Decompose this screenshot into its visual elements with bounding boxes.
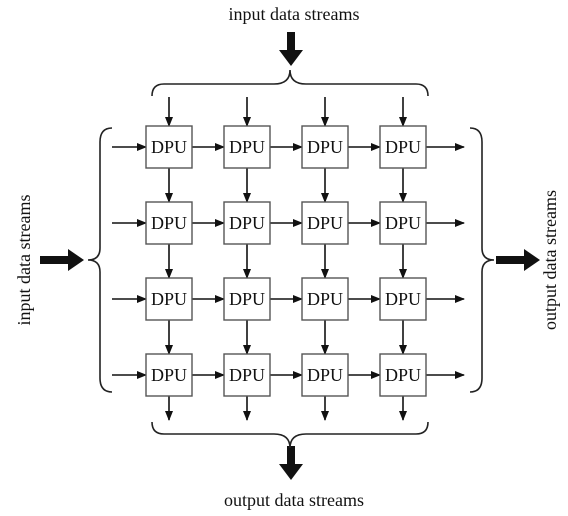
top-input-label: input data streams bbox=[229, 4, 360, 24]
dpu-box bbox=[301, 353, 349, 397]
dpu-box bbox=[223, 277, 271, 321]
dpu-box bbox=[223, 353, 271, 397]
dpu-cell: DPU bbox=[145, 353, 193, 397]
dpu-label: DPU bbox=[151, 213, 187, 233]
dpu-box bbox=[301, 125, 349, 169]
dpu-box bbox=[145, 353, 193, 397]
left-brace bbox=[87, 127, 113, 393]
right-output-label: output data streams bbox=[540, 190, 560, 330]
dpu-box bbox=[379, 353, 427, 397]
dpu-cell: DPU bbox=[223, 353, 271, 397]
dpu-cell: DPU bbox=[379, 201, 427, 245]
dpu-label: DPU bbox=[229, 213, 265, 233]
dpu-box bbox=[301, 201, 349, 245]
dpu-cell: DPU bbox=[145, 277, 193, 321]
dpu-label: DPU bbox=[385, 365, 421, 385]
dpu-cell: DPU bbox=[145, 125, 193, 169]
dpu-cell: DPU bbox=[301, 353, 349, 397]
dpu-box bbox=[223, 201, 271, 245]
dpu-label: DPU bbox=[307, 365, 343, 385]
dpu-cell: DPU bbox=[301, 125, 349, 169]
dpu-cell: DPU bbox=[379, 277, 427, 321]
dpu-box bbox=[379, 125, 427, 169]
dpu-grid: DPU DPU DPU DPU DPU DPU DPU DPU DPU DPU DPU DPU DPU D… bbox=[145, 125, 427, 397]
dpu-box bbox=[301, 277, 349, 321]
dpu-cell: DPU bbox=[145, 201, 193, 245]
dpu-label: DPU bbox=[151, 365, 187, 385]
dpu-box bbox=[379, 201, 427, 245]
dpu-label: DPU bbox=[385, 289, 421, 309]
dpu-label: DPU bbox=[307, 289, 343, 309]
dpu-label: DPU bbox=[385, 137, 421, 157]
dpu-label: DPU bbox=[151, 137, 187, 157]
left-big-arrow bbox=[40, 249, 84, 271]
dpu-cell: DPU bbox=[223, 125, 271, 169]
dpu-box bbox=[145, 125, 193, 169]
bottom-brace bbox=[151, 421, 429, 449]
right-brace bbox=[469, 127, 495, 393]
dpu-label: DPU bbox=[307, 137, 343, 157]
dpu-box bbox=[145, 277, 193, 321]
top-brace bbox=[151, 69, 429, 97]
dpu-label: DPU bbox=[151, 289, 187, 309]
dpu-label: DPU bbox=[229, 137, 265, 157]
dpu-cell: DPU bbox=[223, 277, 271, 321]
dpu-cell: DPU bbox=[379, 353, 427, 397]
top-big-arrow bbox=[279, 32, 303, 66]
dpu-cell: DPU bbox=[301, 201, 349, 245]
dpu-cell: DPU bbox=[223, 201, 271, 245]
dpu-label: DPU bbox=[385, 213, 421, 233]
right-big-arrow bbox=[496, 249, 540, 271]
dpu-label: DPU bbox=[307, 213, 343, 233]
bottom-big-arrow bbox=[279, 446, 303, 480]
dpu-cell: DPU bbox=[301, 277, 349, 321]
dpu-label: DPU bbox=[229, 289, 265, 309]
left-input-label: input data streams bbox=[14, 195, 34, 326]
dpu-box bbox=[145, 201, 193, 245]
bottom-output-label: output data streams bbox=[224, 490, 364, 510]
dpu-cell: DPU bbox=[379, 125, 427, 169]
dpu-box bbox=[379, 277, 427, 321]
arrows-layer bbox=[112, 97, 465, 421]
dpu-box bbox=[223, 125, 271, 169]
dpu-label: DPU bbox=[229, 365, 265, 385]
